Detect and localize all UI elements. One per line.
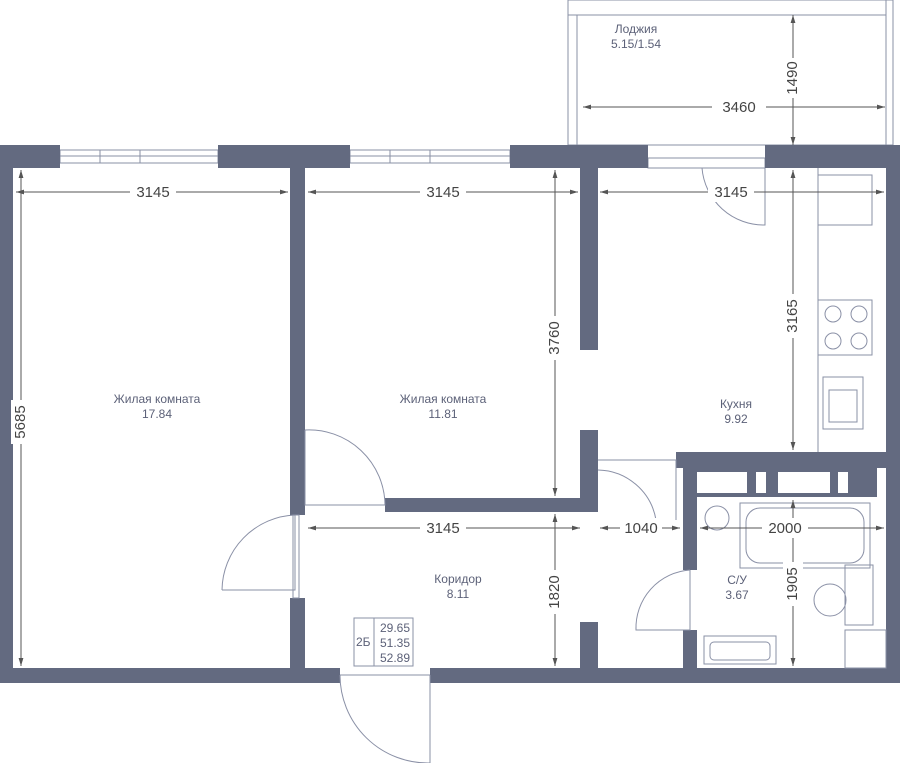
living2-name: Жилая комната	[400, 392, 487, 406]
dim-bath-width: 2000	[768, 520, 801, 537]
dim-loggia-depth: 1490	[784, 61, 801, 94]
total-area: 51.35	[380, 636, 410, 650]
dim-living2-length: 3760	[546, 321, 563, 354]
apartment-type: 2Б	[356, 635, 371, 649]
dimension-labels: 3460 1490 3145 5685 3145 3760 3145 3165 …	[11, 58, 808, 614]
area-summary-table: 2Б 29.65 51.35 52.89	[353, 617, 414, 667]
dim-bath-length: 1905	[784, 567, 801, 600]
dim-passage-width: 1040	[624, 520, 657, 537]
living-area: 29.65	[380, 621, 410, 635]
living2-area: 11.81	[428, 407, 457, 421]
total-with-loggia: 52.89	[380, 651, 410, 665]
bathroom-area: 3.67	[725, 588, 749, 602]
walls	[0, 145, 900, 683]
dim-living1-width: 3145	[136, 184, 169, 201]
loggia	[567, 0, 894, 146]
dim-living1-length: 5685	[12, 405, 29, 438]
dim-loggia-width: 3460	[722, 99, 755, 116]
loggia-name: Лоджия	[615, 22, 658, 36]
dim-corridor-length: 1820	[546, 575, 563, 608]
corridor-area: 8.11	[447, 587, 470, 601]
dim-kitchen-width: 3145	[714, 184, 747, 201]
doors	[221, 167, 766, 763]
kitchen-name: Кухня	[720, 397, 752, 411]
kitchen-area: 9.92	[724, 412, 748, 426]
corridor-name: Коридор	[434, 572, 482, 586]
bathroom-name: С/У	[727, 573, 747, 587]
loggia-area: 5.15/1.54	[611, 37, 661, 51]
fixtures	[703, 168, 887, 669]
living1-name: Жилая комната	[114, 392, 201, 406]
dim-kitchen-length: 3165	[784, 299, 801, 332]
living1-area: 17.84	[142, 407, 172, 421]
dim-living2-width: 3145	[426, 184, 459, 201]
dim-corridor-width: 3145	[426, 520, 459, 537]
windows	[59, 144, 766, 169]
room-labels: Лоджия 5.15/1.54 Жилая комната 17.84 Жил…	[114, 22, 752, 602]
